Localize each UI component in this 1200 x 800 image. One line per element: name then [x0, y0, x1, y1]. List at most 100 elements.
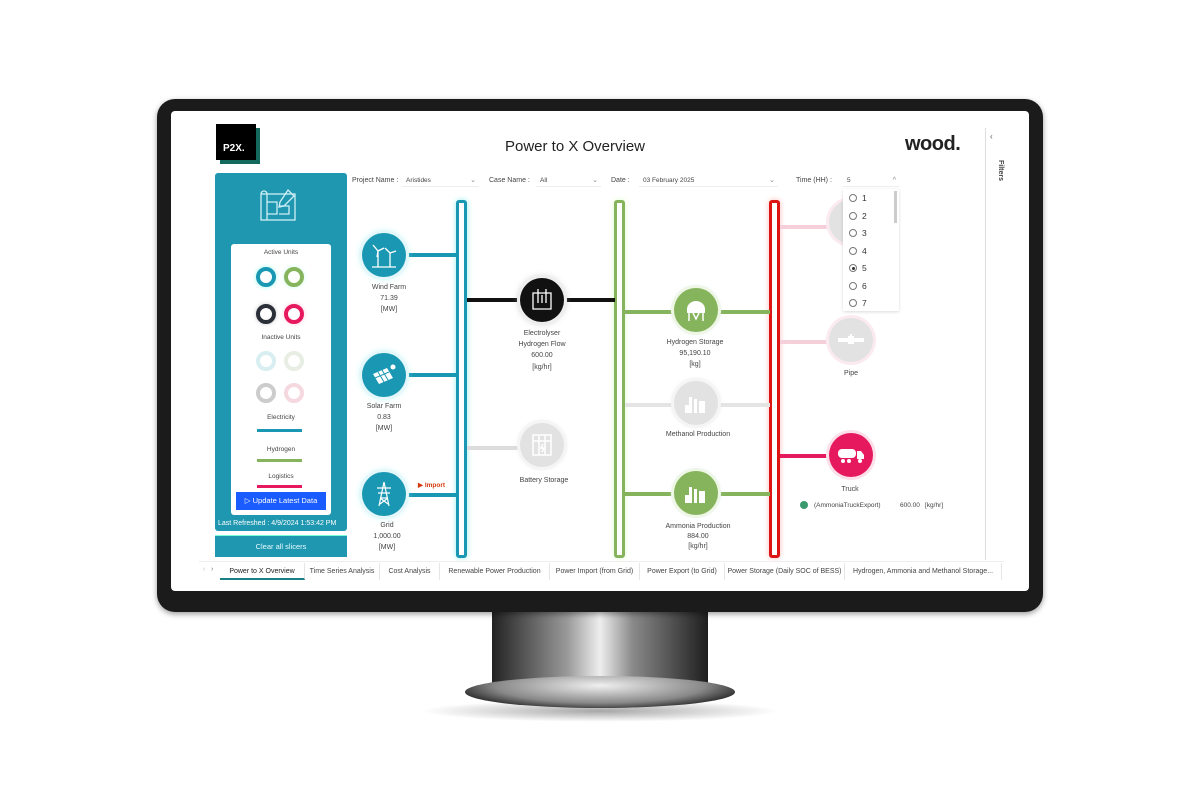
page-title: Power to X Overview: [504, 138, 646, 155]
date-label: Date :: [611, 177, 630, 184]
chevron-down-icon: ⌄: [592, 177, 598, 184]
date-dropdown[interactable]: 03 February 2025⌄: [639, 175, 778, 187]
truck-icon: [838, 449, 864, 463]
truck-node[interactable]: [829, 433, 873, 477]
grid-node[interactable]: [362, 472, 406, 516]
radio-icon: [849, 264, 857, 272]
ammonia-value: 884.00: [687, 533, 709, 540]
wind-name: Wind Farm: [371, 284, 407, 291]
active-hydrogen-ring: [284, 267, 304, 287]
hydrogen-label: Hydrogen: [266, 446, 296, 453]
ammonia-name: Ammonia Production: [665, 523, 731, 530]
chevron-down-icon: ⌄: [470, 177, 476, 184]
filters-pane-toggle[interactable]: Filters: [997, 160, 1004, 182]
inactive-electricity-ring: [256, 351, 276, 371]
tab-prev-icon[interactable]: ‹: [203, 566, 206, 573]
pipe-link: [780, 340, 830, 344]
ammonia-unit: [kg/hr]: [688, 543, 708, 550]
wind-farm-node[interactable]: [362, 233, 406, 277]
logistics-line: [257, 485, 302, 488]
tab-3[interactable]: Renewable Power Production: [440, 563, 550, 580]
tab-6[interactable]: Power Storage (Daily SOC of BESS): [725, 563, 845, 580]
radio-icon: [849, 246, 857, 255]
ammonia-production-node[interactable]: [674, 471, 718, 515]
electrolyser-node[interactable]: [520, 278, 564, 322]
chevron-up-icon: ^: [892, 177, 896, 184]
update-latest-data-button[interactable]: ▷ Update Latest Data: [236, 492, 326, 510]
active-units-label: Active Units: [263, 249, 299, 256]
truck-link: [780, 454, 830, 458]
import-indicator: ▶ Import: [418, 482, 446, 489]
tab-next-icon[interactable]: ›: [211, 566, 214, 573]
battery-storage-node[interactable]: [520, 423, 564, 467]
tab-4[interactable]: Power Import (from Grid): [550, 563, 640, 580]
electrolyser-unit: [kg/hr]: [532, 364, 552, 371]
wood-logo: wood.: [905, 133, 961, 155]
tab-1[interactable]: Time Series Analysis: [305, 563, 380, 580]
date-value: 03 February 2025: [643, 177, 695, 184]
time-dropdown[interactable]: 5^: [843, 175, 899, 187]
storage-tank-icon: [687, 301, 705, 321]
case-value: All: [540, 177, 548, 184]
time-option-label: 6: [862, 280, 867, 291]
electrolyser-sub: Hydrogen Flow: [518, 341, 566, 348]
time-option-label: 7: [862, 298, 867, 308]
p2x-logo: P2X.: [216, 124, 256, 160]
factory-icon: [685, 397, 705, 413]
solar-panel-icon: [373, 364, 396, 384]
tab-0[interactable]: Power to X Overview: [220, 563, 305, 580]
time-option-label: 2: [862, 210, 867, 221]
wind-turbine-icon: [372, 244, 397, 268]
blueprint-icon: [260, 188, 296, 221]
import-label: Import: [424, 482, 446, 489]
case-dropdown[interactable]: All ⌄: [536, 175, 601, 187]
monitor-base: [465, 676, 735, 708]
pipe-name: Pipe: [843, 370, 859, 377]
wind-value: 71.39: [380, 295, 398, 302]
solar-unit: [MW]: [375, 425, 393, 432]
tab-5[interactable]: Power Export (to Grid): [640, 563, 725, 580]
h2storage-unit: [kg]: [689, 361, 701, 368]
tab-2[interactable]: Cost Analysis: [380, 563, 440, 580]
logistics-label: Logistics: [268, 473, 294, 480]
radio-icon: [849, 194, 857, 202]
hydrogen-storage-node[interactable]: [674, 288, 718, 332]
case-label: Case Name :: [489, 177, 530, 184]
radio-icon: [849, 211, 857, 220]
legend-card: [231, 244, 331, 515]
time-option[interactable]: 4: [849, 246, 867, 256]
collapse-filters-icon[interactable]: ‹: [990, 132, 993, 141]
last-refreshed: Last Refreshed : 4/9/2024 1:53:42 PM: [218, 520, 337, 527]
time-option[interactable]: 1: [849, 193, 867, 203]
inactive-logistics-ring: [284, 383, 304, 403]
inactive-hydrogen-ring: [284, 351, 304, 371]
tab-7[interactable]: Hydrogen, Ammonia and Methanol Storage..…: [845, 563, 1002, 580]
methanol-production-node[interactable]: [674, 381, 718, 425]
solar-farm-node[interactable]: [362, 353, 406, 397]
scrollbar[interactable]: [894, 191, 897, 223]
grid-name: Grid: [380, 522, 394, 529]
time-option[interactable]: 5: [849, 263, 867, 273]
clear-all-slicers-button[interactable]: Clear all slicers: [215, 535, 347, 557]
project-dropdown[interactable]: Aristides⌄: [402, 175, 479, 187]
time-option[interactable]: 3: [849, 228, 867, 238]
time-option[interactable]: 7: [849, 298, 867, 308]
time-option-label: 4: [862, 245, 867, 256]
logistics-bus: [769, 200, 780, 558]
time-label: Time (HH) :: [796, 177, 832, 184]
active-logistics-ring: [284, 304, 304, 324]
wind-unit: [MW]: [380, 306, 398, 313]
time-option[interactable]: 2: [849, 211, 867, 221]
h2storage-name: Hydrogen Storage: [666, 339, 724, 346]
truck-export-value: 600.00: [900, 502, 920, 509]
truck-export-label: (AmmoniaTruckExport): [814, 502, 881, 509]
radio-icon: [849, 281, 857, 290]
pipe-node[interactable]: [829, 318, 873, 362]
export-dot-icon: [800, 501, 808, 509]
factory-icon: [685, 487, 705, 503]
methanol-name: Methanol Production: [665, 431, 731, 438]
grid-value: 1,000.00: [373, 533, 401, 540]
grid-unit: [MW]: [378, 544, 396, 551]
solar-name: Solar Farm: [366, 403, 402, 410]
time-option[interactable]: 6: [849, 281, 867, 291]
